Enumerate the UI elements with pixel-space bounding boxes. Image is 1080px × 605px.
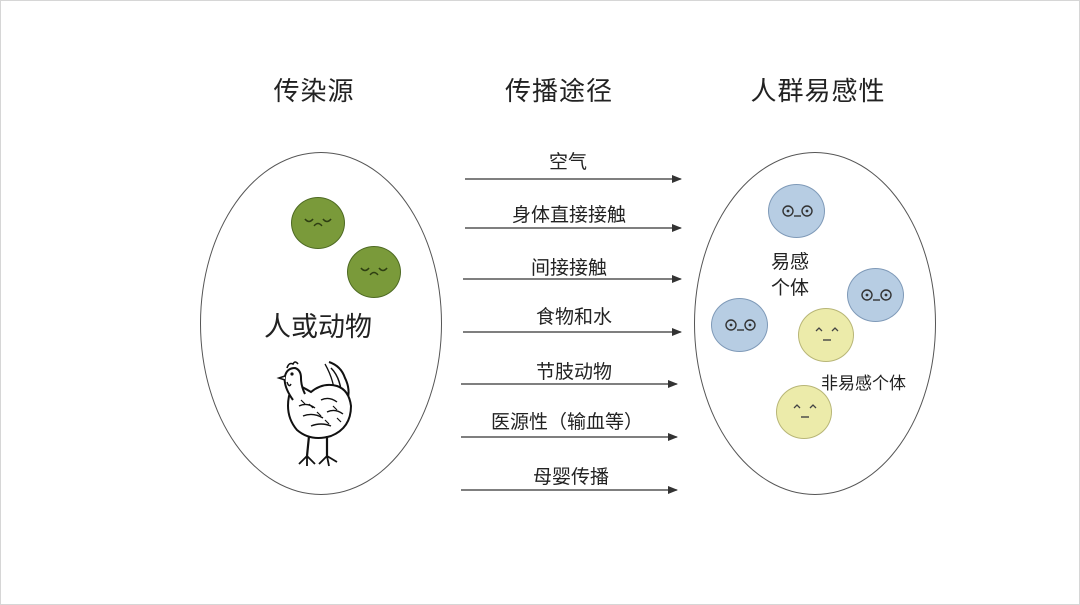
route-label-food-water: 食物和水 (536, 302, 612, 329)
susceptible-face-icon (711, 298, 768, 352)
route-label-iatrogenic: 医源性（输血等） (491, 407, 643, 434)
route-label-direct-contact: 身体直接接触 (512, 200, 626, 227)
route-label-indirect-contact: 间接接触 (531, 253, 607, 280)
non-susceptible-label: 非易感个体 (821, 369, 906, 394)
susceptible-face-icon (768, 184, 825, 238)
route-label-mother-infant: 母婴传播 (533, 462, 609, 489)
route-label-air: 空气 (549, 147, 587, 174)
susceptible-label-line2: 个体 (771, 275, 809, 301)
susceptible-label-line1: 易感 (771, 249, 809, 275)
route-label-arthropod: 节肢动物 (536, 357, 612, 384)
susceptible-face-icon (847, 268, 904, 322)
susceptible-label: 易感 个体 (771, 249, 809, 301)
non-susceptible-face-icon (798, 308, 854, 362)
